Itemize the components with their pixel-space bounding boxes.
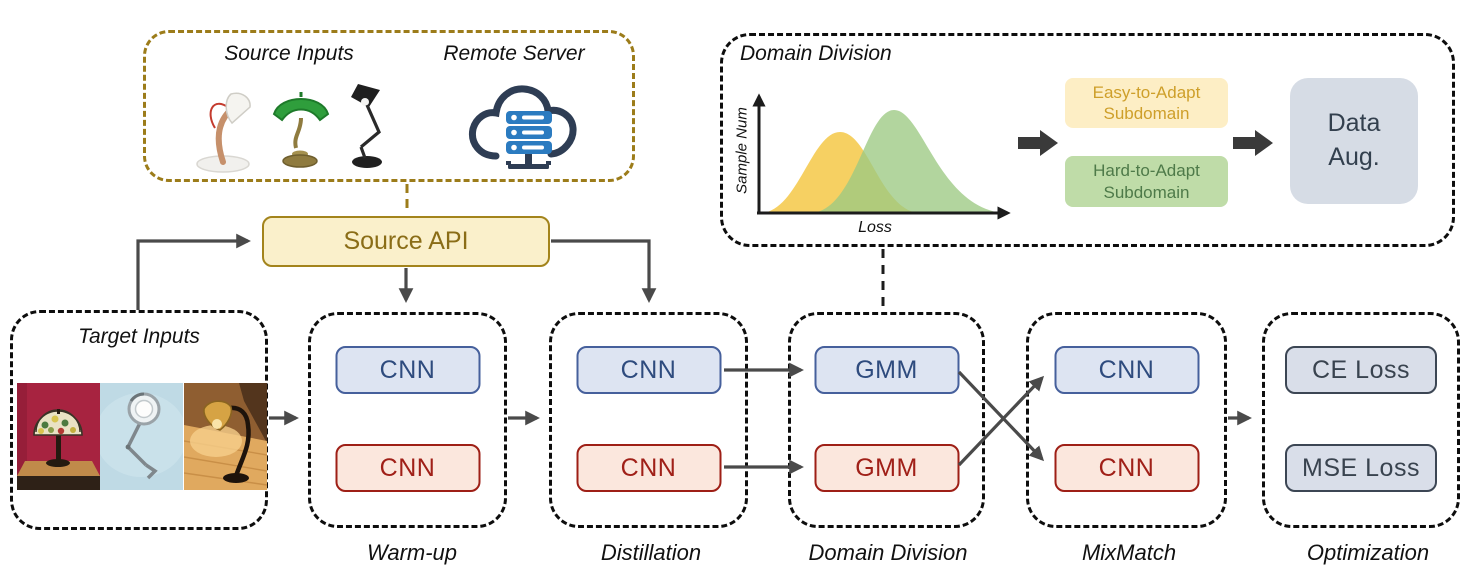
warmup-cnn-blue-box: CNN bbox=[335, 346, 480, 394]
chart-y-axis-label: Sample Num bbox=[733, 107, 751, 194]
stage-panel-domain-division: GMM GMM bbox=[788, 312, 985, 528]
mixmatch-cnn-red-box: CNN bbox=[1054, 444, 1199, 492]
mixmatch-cnn-blue-box: CNN bbox=[1054, 346, 1199, 394]
data-aug-line2: Aug. bbox=[1328, 143, 1380, 171]
warmup-cnn-red-box: CNN bbox=[335, 444, 480, 492]
mse-loss-box: MSE Loss bbox=[1285, 444, 1437, 492]
domain-division-panel-title: Domain Division bbox=[740, 42, 892, 65]
remote-server-title: Remote Server bbox=[443, 42, 585, 65]
data-aug-line1: Data bbox=[1327, 109, 1381, 138]
api-to-distillation-arrow bbox=[551, 239, 657, 303]
source-inputs-title: Source Inputs bbox=[224, 42, 354, 65]
stage-panel-warmup: CNN CNN bbox=[308, 312, 507, 528]
stage-label-domain-division: Domain Division bbox=[808, 540, 968, 565]
ce-loss-box: CE Loss bbox=[1285, 346, 1437, 394]
angle-lamp-photo bbox=[100, 383, 184, 490]
stage-label-optimization: Optimization bbox=[1306, 540, 1430, 565]
hard-subdomain-line2: Subdomain bbox=[1103, 182, 1190, 202]
easy-subdomain-line2: Subdomain bbox=[1103, 104, 1190, 123]
data-aug-box: Data Aug. bbox=[1290, 78, 1418, 204]
easy-subdomain-box: Easy-to-Adapt Subdomain bbox=[1065, 78, 1228, 128]
target-to-api-arrow bbox=[136, 233, 251, 310]
gmm-red-box: GMM bbox=[814, 444, 959, 492]
domain-division-panel bbox=[720, 33, 1455, 247]
stage-label-mixmatch: MixMatch bbox=[1081, 540, 1177, 565]
gmm-blue-box: GMM bbox=[814, 346, 959, 394]
cloud-server-icon bbox=[468, 85, 577, 169]
hard-subdomain-box: Hard-to-Adapt Subdomain bbox=[1065, 156, 1228, 207]
stage-label-warmup: Warm-up bbox=[366, 540, 458, 565]
stage-panel-distillation: CNN CNN bbox=[549, 312, 748, 528]
distillation-cnn-red-box: CNN bbox=[576, 444, 721, 492]
hard-subdomain-line1: Hard-to-Adapt bbox=[1093, 161, 1200, 181]
chart-x-axis-label: Loss bbox=[858, 219, 892, 236]
distillation-cnn-blue-box: CNN bbox=[576, 346, 721, 394]
source-api-label: Source API bbox=[343, 227, 469, 255]
source-api-box: Source API bbox=[262, 216, 550, 267]
bankers-lamp-icon bbox=[272, 92, 330, 168]
source-panel bbox=[143, 30, 635, 182]
target-inputs-title: Target Inputs bbox=[78, 325, 200, 348]
architect-lamp-icon bbox=[351, 84, 382, 168]
stage-label-distillation: Distillation bbox=[600, 540, 702, 565]
desk-lamp-white-icon bbox=[196, 92, 251, 173]
stage-panel-mixmatch: CNN CNN bbox=[1026, 312, 1227, 528]
stage-panel-optimization: CE Loss MSE Loss bbox=[1262, 312, 1460, 528]
target-images-row bbox=[17, 383, 267, 490]
gooseneck-lamp-photo bbox=[183, 383, 267, 490]
target-panel: Target Inputs bbox=[10, 310, 268, 530]
easy-subdomain-line1: Easy-to-Adapt bbox=[1092, 82, 1201, 102]
tiffany-lamp-photo bbox=[17, 383, 100, 490]
